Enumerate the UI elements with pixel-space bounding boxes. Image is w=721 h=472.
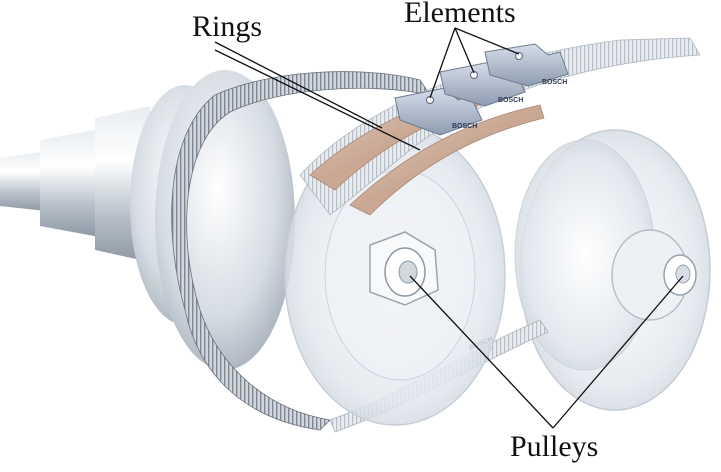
element-brand: BOSCH [498, 97, 523, 104]
pulleys-label: Pulleys [510, 430, 598, 463]
input-shaft [0, 106, 150, 262]
belt-element: BOSCH [484, 43, 569, 87]
secondary-pulley [514, 129, 711, 411]
elements-leader-2 [454, 27, 475, 74]
rings-leader-1 [214, 41, 383, 129]
element-brand: BOSCH [452, 123, 477, 130]
belt-top-run: BOSCH BOSCH BOSCH [299, 37, 701, 216]
rings-label: Rings [192, 10, 262, 43]
element-brand: BOSCH [542, 79, 567, 86]
leader-lines [214, 27, 684, 429]
belt-primary-wrap [171, 71, 431, 431]
rings-leader-2 [214, 49, 421, 151]
ring-band-2 [349, 104, 545, 216]
elements-leader-3 [454, 27, 520, 55]
pulleys-leader-2 [552, 275, 684, 429]
pulleys-leader-1 [409, 275, 554, 429]
elements-leader-1 [429, 27, 456, 99]
elements-label: Elements [404, 0, 516, 29]
